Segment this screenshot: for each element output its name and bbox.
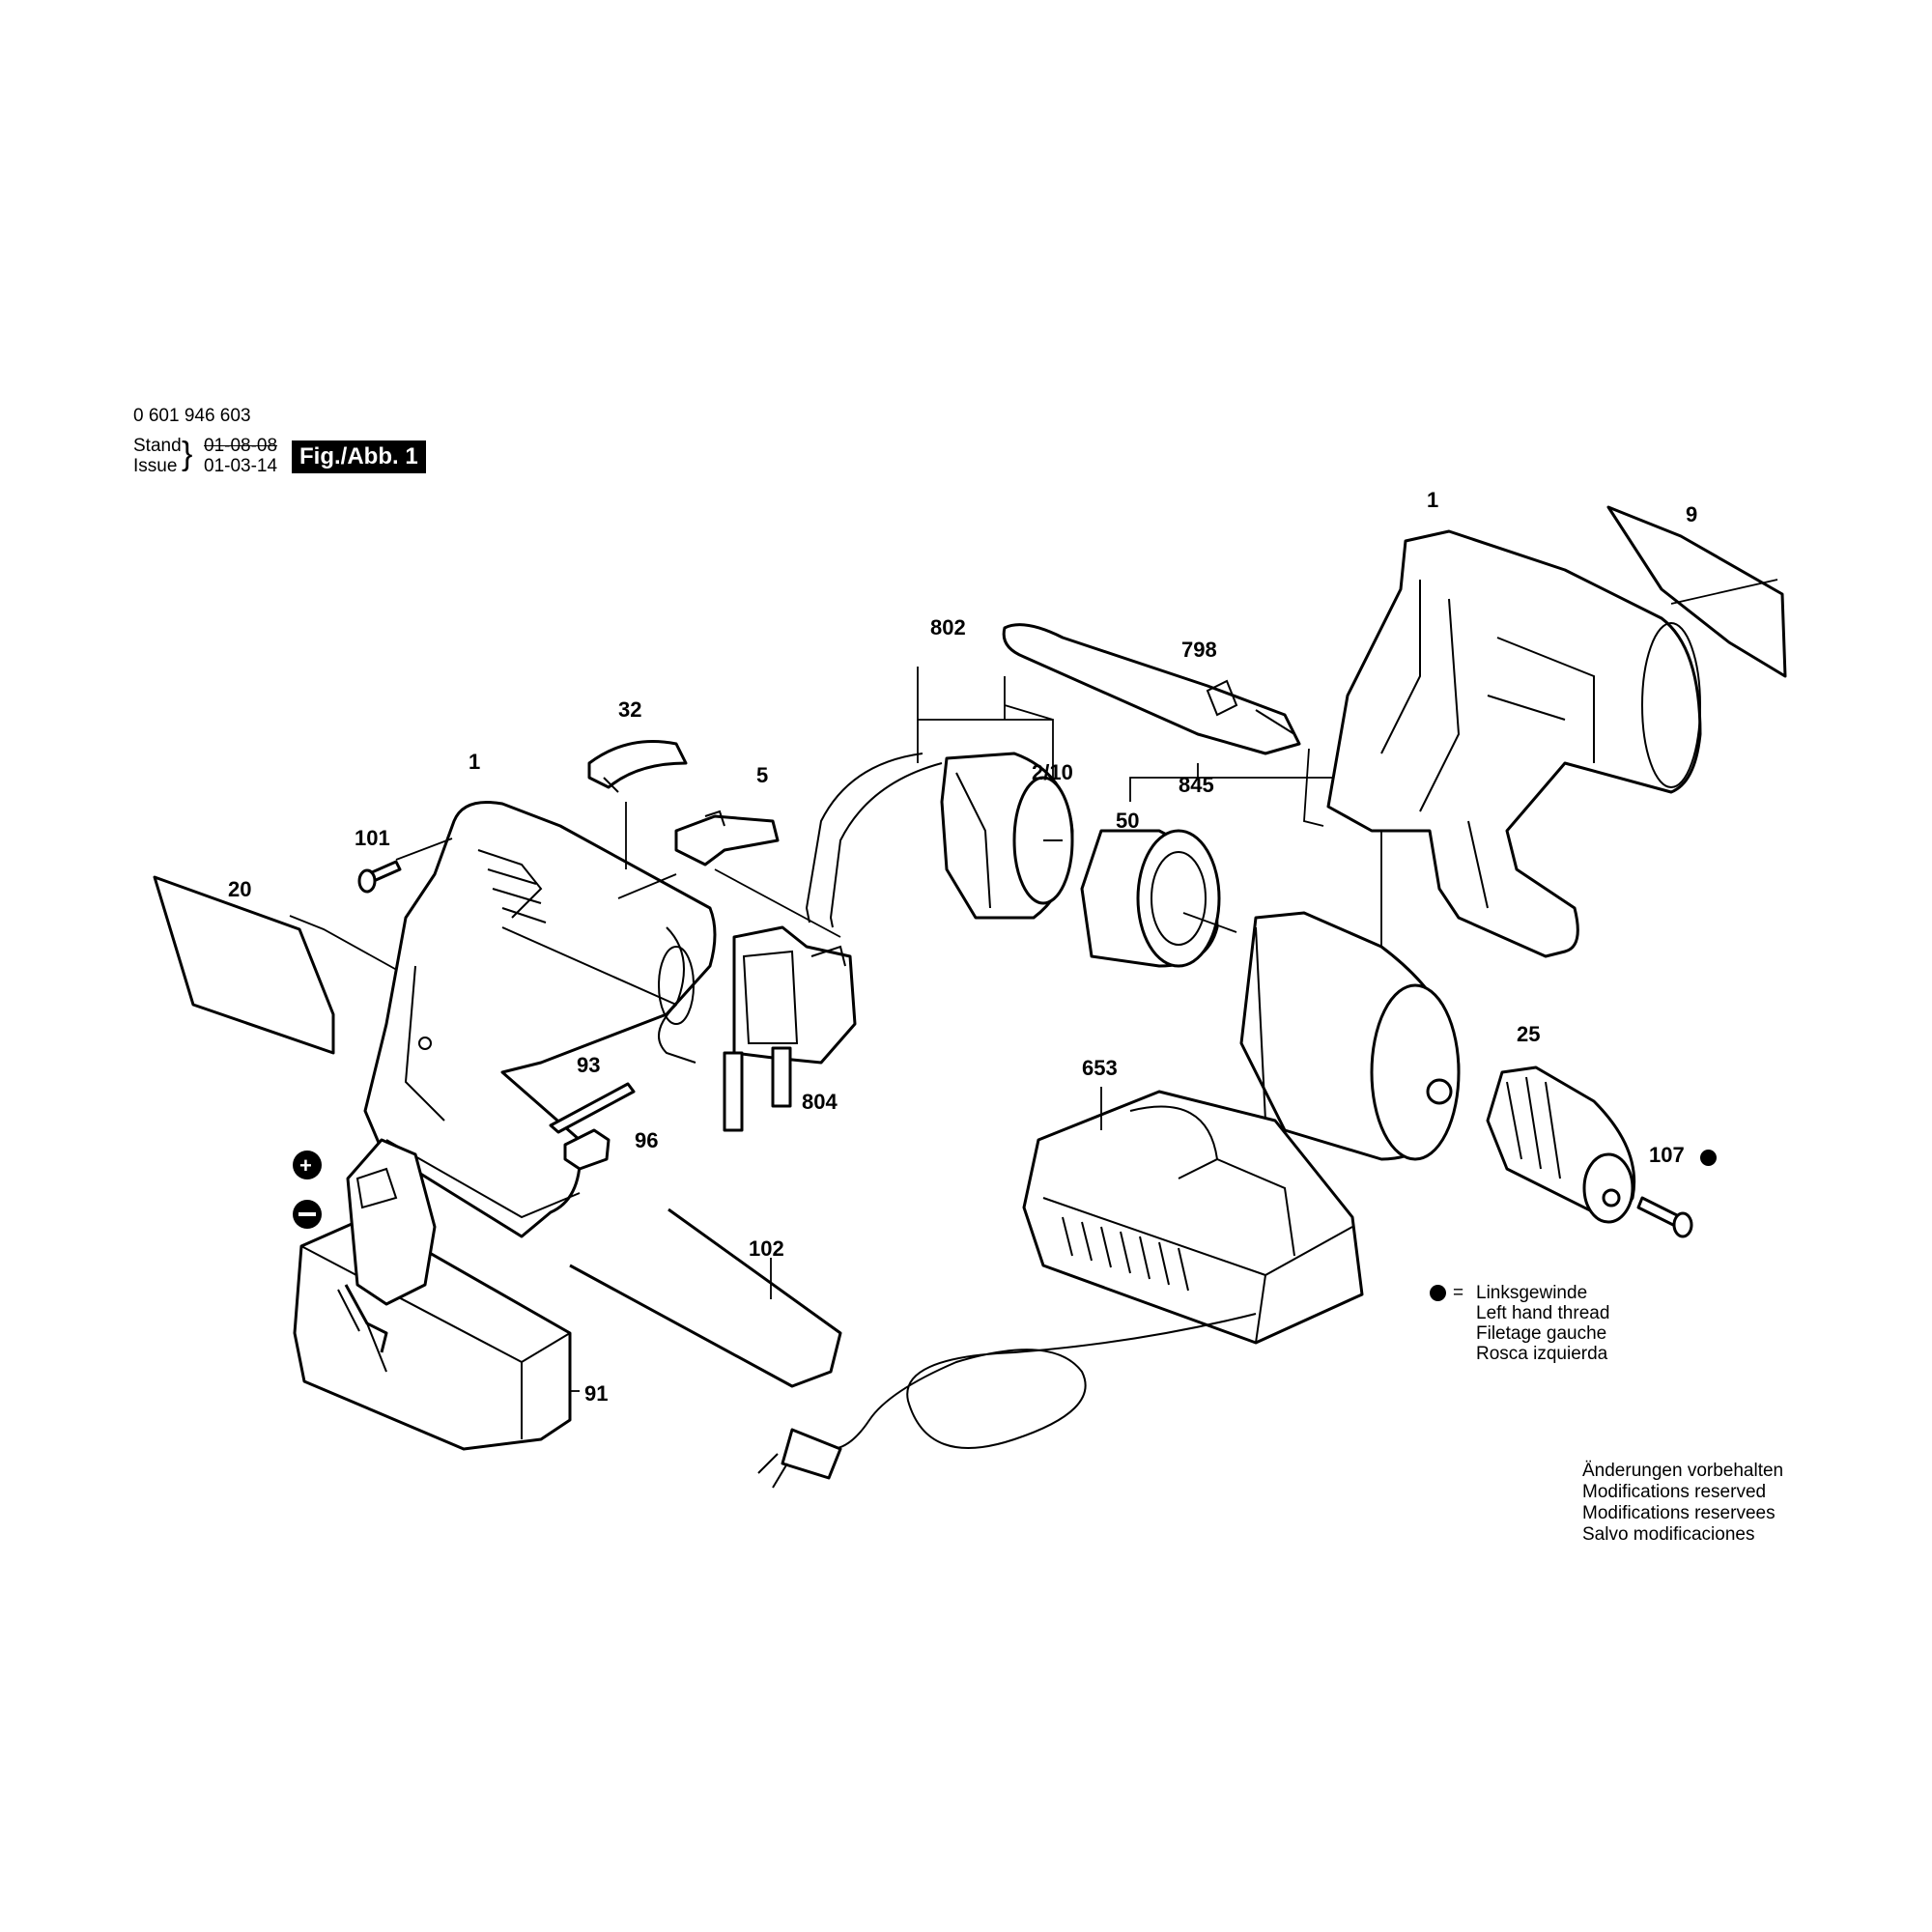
part-label-798: 798	[1181, 638, 1217, 662]
part-label-50: 50	[1116, 809, 1140, 833]
part-label-5: 5	[756, 763, 769, 787]
part-label-93: 93	[577, 1053, 601, 1077]
part-label-96: 96	[635, 1128, 659, 1152]
svg-text:+: +	[299, 1153, 312, 1178]
legend-line-fr: Filetage gauche	[1476, 1323, 1607, 1344]
part-label-2-10: 2/10	[1032, 760, 1073, 784]
notice-line-en: Modifications reserved	[1582, 1482, 1767, 1502]
part-label-653: 653	[1082, 1056, 1118, 1080]
legend-line-de: Linksgewinde	[1476, 1283, 1588, 1303]
part-label-20: 20	[228, 877, 252, 901]
stand-label: Stand	[133, 436, 182, 456]
notice-line-fr: Modifications reservees	[1582, 1503, 1776, 1523]
part-50-drawing	[1080, 829, 1237, 968]
issue-label: Issue	[133, 456, 178, 476]
charger-653-drawing	[757, 1087, 1364, 1489]
holder-96-drawing	[563, 1128, 611, 1171]
notice-line-es: Salvo modificaciones	[1582, 1524, 1755, 1545]
issue-date: 01-03-14	[204, 456, 278, 476]
switch-804-drawing	[723, 925, 857, 1132]
battery-91-drawing: +	[293, 1138, 580, 1451]
legend-line-en: Left hand thread	[1476, 1303, 1610, 1323]
part-label-802: 802	[930, 615, 966, 639]
legend-dot-icon	[1430, 1285, 1446, 1301]
part-label-845: 845	[1179, 773, 1214, 797]
sticker-9-drawing	[1606, 505, 1787, 678]
left-housing-drawing	[363, 801, 717, 1238]
part-32-drawing	[587, 740, 688, 869]
legend-equals: =	[1453, 1283, 1464, 1303]
legend-line-es: Rosca izquierda	[1476, 1344, 1608, 1364]
chuck-25-drawing	[1486, 1065, 1636, 1224]
part-5-drawing	[617, 810, 841, 938]
part-label-804: 804	[802, 1090, 838, 1114]
bit-93-drawing	[549, 1082, 636, 1134]
part-label-32: 32	[618, 697, 642, 722]
hook-102-drawing	[569, 1208, 842, 1388]
part-label-1-right: 1	[1427, 488, 1439, 512]
part-label-9: 9	[1686, 502, 1698, 526]
right-housing-drawing	[1303, 529, 1702, 958]
gearbox-845-drawing	[1129, 763, 1461, 1161]
screw-107-drawing	[1636, 1196, 1693, 1238]
modification-notice: Änderungen vorbehalten Modifications res…	[1582, 1461, 1783, 1546]
part-label-107: 107	[1649, 1143, 1685, 1167]
gear-belt-798-drawing	[1002, 623, 1301, 755]
part-label-1-left: 1	[469, 750, 481, 774]
part-label-101: 101	[355, 826, 390, 850]
figure-label: Fig./Abb. 1	[292, 440, 426, 473]
screw-101-drawing	[357, 838, 453, 894]
notice-line-de: Änderungen vorbehalten	[1582, 1461, 1784, 1481]
stand-date: 01-08-08	[204, 436, 278, 456]
part-label-102: 102	[749, 1236, 784, 1261]
motor-802-drawing	[805, 667, 1074, 928]
part-label-91: 91	[584, 1381, 609, 1406]
brace-icon: }	[182, 436, 193, 472]
left-hand-thread-marker-icon	[1700, 1150, 1717, 1166]
document-number: 0 601 946 603	[133, 406, 251, 426]
part-label-25: 25	[1517, 1022, 1541, 1046]
